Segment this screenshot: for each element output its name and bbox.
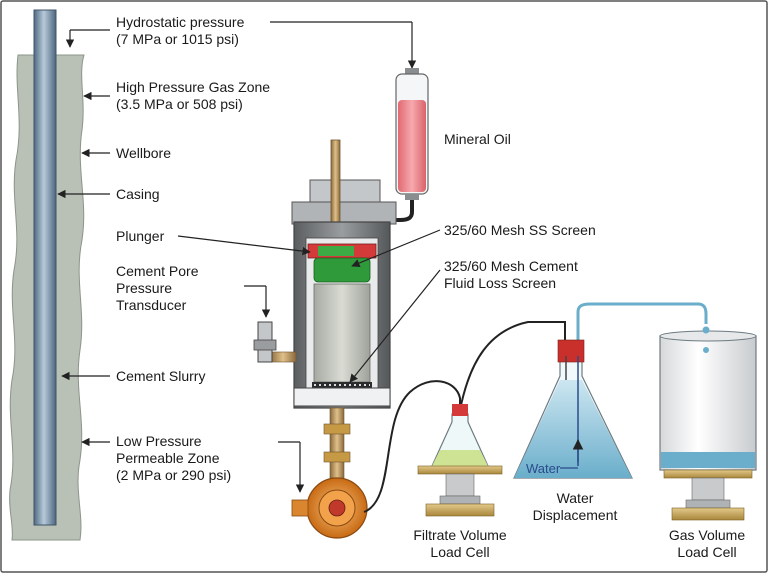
label-water: Water xyxy=(526,461,561,476)
filtrate-scale-plate xyxy=(417,465,503,475)
label-gas-cell-1: Gas Volume xyxy=(668,527,746,543)
stem-nut-1 xyxy=(323,423,351,435)
cell-top-nut xyxy=(309,179,381,203)
label-water-disp-1: Water xyxy=(556,490,594,506)
label-gas-zone-2: (3.5 MPa or 508 psi) xyxy=(116,96,243,112)
label-low-zone-1: Low Pressure xyxy=(116,433,202,449)
water-liquid xyxy=(514,380,632,478)
label-casing: Casing xyxy=(116,186,160,202)
gas-scale-plate xyxy=(663,469,753,479)
transducer-stem xyxy=(269,351,297,363)
cell-bottom-plate xyxy=(293,387,391,407)
label-gas-cell-2: Load Cell xyxy=(677,544,737,560)
label-water-disp-2: Displacement xyxy=(532,507,618,523)
oil-cap-top xyxy=(405,68,419,74)
label-filtrate-1: Filtrate Volume xyxy=(413,527,507,543)
filtrate-scale-neck xyxy=(445,473,475,497)
gas-scale-mid xyxy=(685,499,731,509)
mineral-oil-fill xyxy=(398,100,426,192)
label-hydrostatic-1: Hydrostatic pressure xyxy=(116,14,245,30)
water-stopper xyxy=(557,339,585,363)
gas-scale-neck xyxy=(691,477,725,501)
arrow-fl-screen xyxy=(349,269,441,383)
label-pore-2: Pressure xyxy=(116,280,173,296)
lower-stem xyxy=(329,407,345,479)
gas-beaker xyxy=(659,335,757,471)
gas-scale-base xyxy=(671,507,745,521)
label-gas-zone-1: High Pressure Gas Zone xyxy=(116,79,271,95)
label-low-zone-3: (2 MPa or 290 psi) xyxy=(116,467,232,483)
filtrate-liquid xyxy=(432,450,488,466)
filtrate-scale-mid xyxy=(439,495,481,505)
gas-beaker-water xyxy=(661,452,755,468)
transducer-cap xyxy=(253,339,277,351)
casing-pipe xyxy=(33,9,57,526)
label-plunger: Plunger xyxy=(116,228,165,244)
plunger-green-top xyxy=(318,246,354,256)
cement-column xyxy=(313,283,371,383)
arrow-plunger xyxy=(177,235,311,256)
oil-cap-bottom xyxy=(405,194,419,200)
label-slurry: Cement Slurry xyxy=(116,368,206,384)
tube-valve-to-filtrate xyxy=(363,380,461,513)
tube-water-to-beaker xyxy=(576,302,708,350)
drop-2 xyxy=(703,347,709,353)
tube-filtrate-to-water xyxy=(459,321,566,411)
fluid-loss-screen xyxy=(312,382,372,388)
label-low-zone-2: Permeable Zone xyxy=(116,450,220,466)
filtrate-stopper xyxy=(452,404,468,416)
filtrate-scale-base xyxy=(425,503,495,517)
label-pore-1: Cement Pore xyxy=(116,263,199,279)
label-fl-screen-2: Fluid Loss Screen xyxy=(444,275,557,291)
label-filtrate-2: Load Cell xyxy=(430,544,490,560)
oil-line xyxy=(365,200,414,222)
label-ss-screen: 325/60 Mesh SS Screen xyxy=(444,222,596,238)
drop-1 xyxy=(702,326,710,334)
label-wellbore: Wellbore xyxy=(116,145,171,161)
cell-top-plate xyxy=(291,201,397,225)
valve-center xyxy=(328,499,346,517)
label-hydrostatic-2: (7 MPa or 1015 psi) xyxy=(116,31,239,47)
arrow-ss-screen xyxy=(351,229,441,268)
label-fl-screen-1: 325/60 Mesh Cement xyxy=(444,258,578,274)
label-mineral-oil: Mineral Oil xyxy=(444,131,511,147)
valve-inlet xyxy=(291,499,309,517)
stem-nut-2 xyxy=(323,451,351,463)
label-pore-3: Transducer xyxy=(116,297,187,313)
